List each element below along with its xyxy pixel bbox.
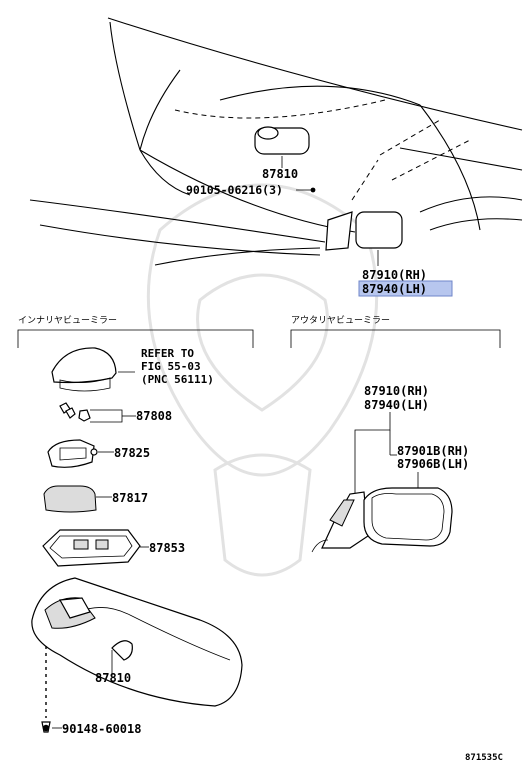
outer-label-87910-rh: 87910(RH) bbox=[364, 384, 429, 398]
label-87825: 87825 bbox=[114, 446, 150, 460]
highlight-box bbox=[358, 280, 453, 297]
inner-header-bracket bbox=[17, 329, 254, 348]
screw-part-90148 bbox=[41, 721, 51, 733]
base-part-87853 bbox=[42, 529, 141, 567]
outer-mirror-header: アウタリヤビューミラー bbox=[291, 315, 390, 326]
figure-code: 871535C bbox=[465, 753, 503, 763]
outer-header-bracket bbox=[290, 329, 501, 348]
inner-mirror-body-87810 bbox=[31, 577, 243, 707]
refer-line-1: REFER TO bbox=[141, 347, 194, 360]
refer-line-2: FIG 55-03 bbox=[141, 360, 201, 373]
vehicle-cabin-sketch bbox=[29, 17, 523, 266]
bracket-part-87825 bbox=[47, 439, 98, 468]
top-label-87940-lh: 87940(LH) bbox=[362, 282, 427, 296]
outer-label-87940-lh: 87940(LH) bbox=[364, 398, 429, 412]
top-label-87910-rh: 87910(RH) bbox=[362, 268, 427, 282]
top-label-87810: 87810 bbox=[262, 167, 298, 181]
outer-label-87906b-lh: 87906B(LH) bbox=[397, 457, 469, 471]
watermark-emblem bbox=[146, 183, 379, 577]
label-87808: 87808 bbox=[136, 409, 172, 423]
refer-line-3: (PNC 56111) bbox=[141, 373, 214, 386]
pad-part-87817 bbox=[43, 485, 97, 513]
label-87853: 87853 bbox=[149, 541, 185, 555]
mirror-cover-part bbox=[51, 347, 117, 392]
inner-mirror-header: インナリヤビューミラー bbox=[18, 315, 117, 326]
outer-mirror-assembly bbox=[311, 487, 453, 553]
outer-label-87901b-rh: 87901B(RH) bbox=[397, 444, 469, 458]
top-label-screw: 90105-06216(3) bbox=[186, 183, 283, 197]
clip-part-87808 bbox=[59, 402, 91, 422]
label-87817: 87817 bbox=[112, 491, 148, 505]
label-90148: 90148-60018 bbox=[62, 722, 141, 736]
label-87810: 87810 bbox=[95, 671, 131, 685]
